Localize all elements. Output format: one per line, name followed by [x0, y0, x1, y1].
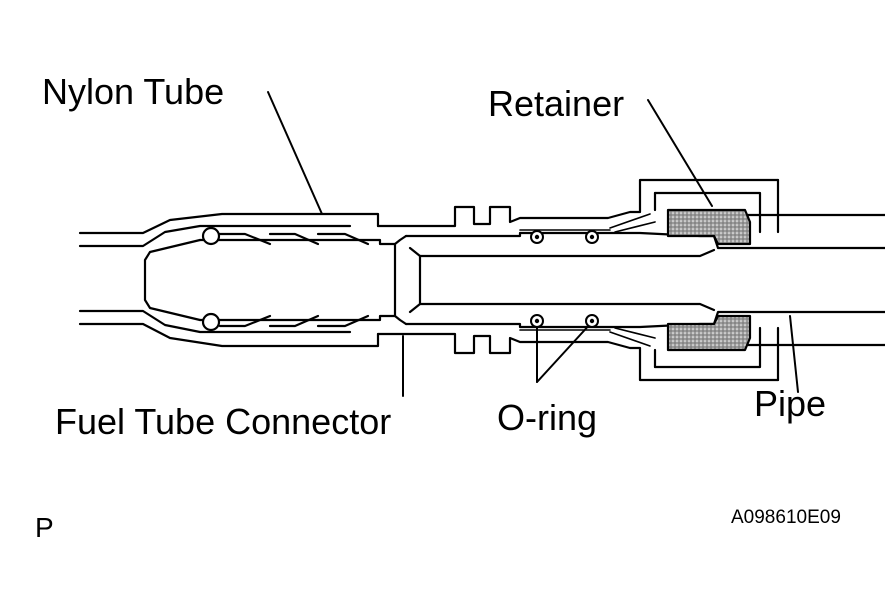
pipe: [393, 213, 885, 347]
leader-lines: [267, 91, 799, 397]
figure-code: A098610E09: [731, 507, 841, 528]
label-nylon-tube: Nylon Tube: [42, 71, 224, 112]
o-ring-left-bottom: [201, 312, 221, 332]
o-ring-icon: [585, 314, 599, 328]
o-ring-icon: [530, 314, 544, 328]
connector-body: [376, 178, 780, 382]
o-ring-left-top: [201, 226, 221, 246]
nylon-tube: [78, 212, 380, 348]
retainer: [666, 208, 752, 352]
o-ring-icon: [530, 230, 544, 244]
label-fuel-tube-connector: Fuel Tube Connector: [55, 401, 391, 442]
connector-inner-bore: [143, 232, 397, 328]
corner-mark: P: [35, 512, 54, 543]
o-ring-icon: [585, 230, 599, 244]
label-pipe: Pipe: [754, 383, 826, 424]
label-retainer: Retainer: [488, 83, 624, 124]
label-o-ring: O-ring: [497, 397, 597, 438]
o-ring-grooves: [519, 213, 656, 347]
